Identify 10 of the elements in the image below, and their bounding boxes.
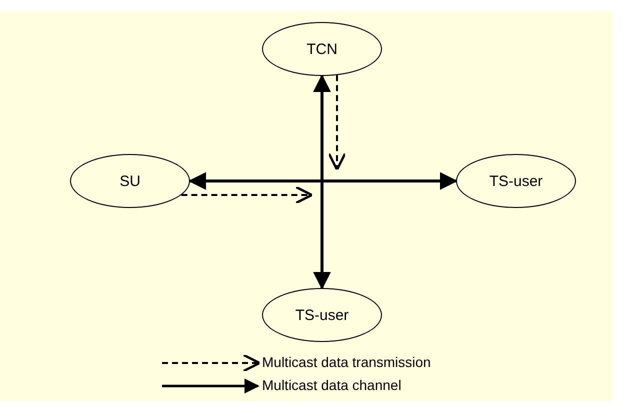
dashed-arrow (328, 75, 346, 171)
node-label: TS-user (295, 308, 349, 322)
legend-label: Multicast data transmission (262, 355, 431, 369)
node-label: TCN (306, 42, 338, 56)
legend-label: Multicast data channel (262, 378, 402, 392)
arrow (188, 172, 458, 190)
dashed-arrow (181, 186, 314, 204)
node-label: TS-user (489, 174, 543, 188)
arrow (313, 74, 331, 290)
node-label: SU (120, 174, 140, 188)
